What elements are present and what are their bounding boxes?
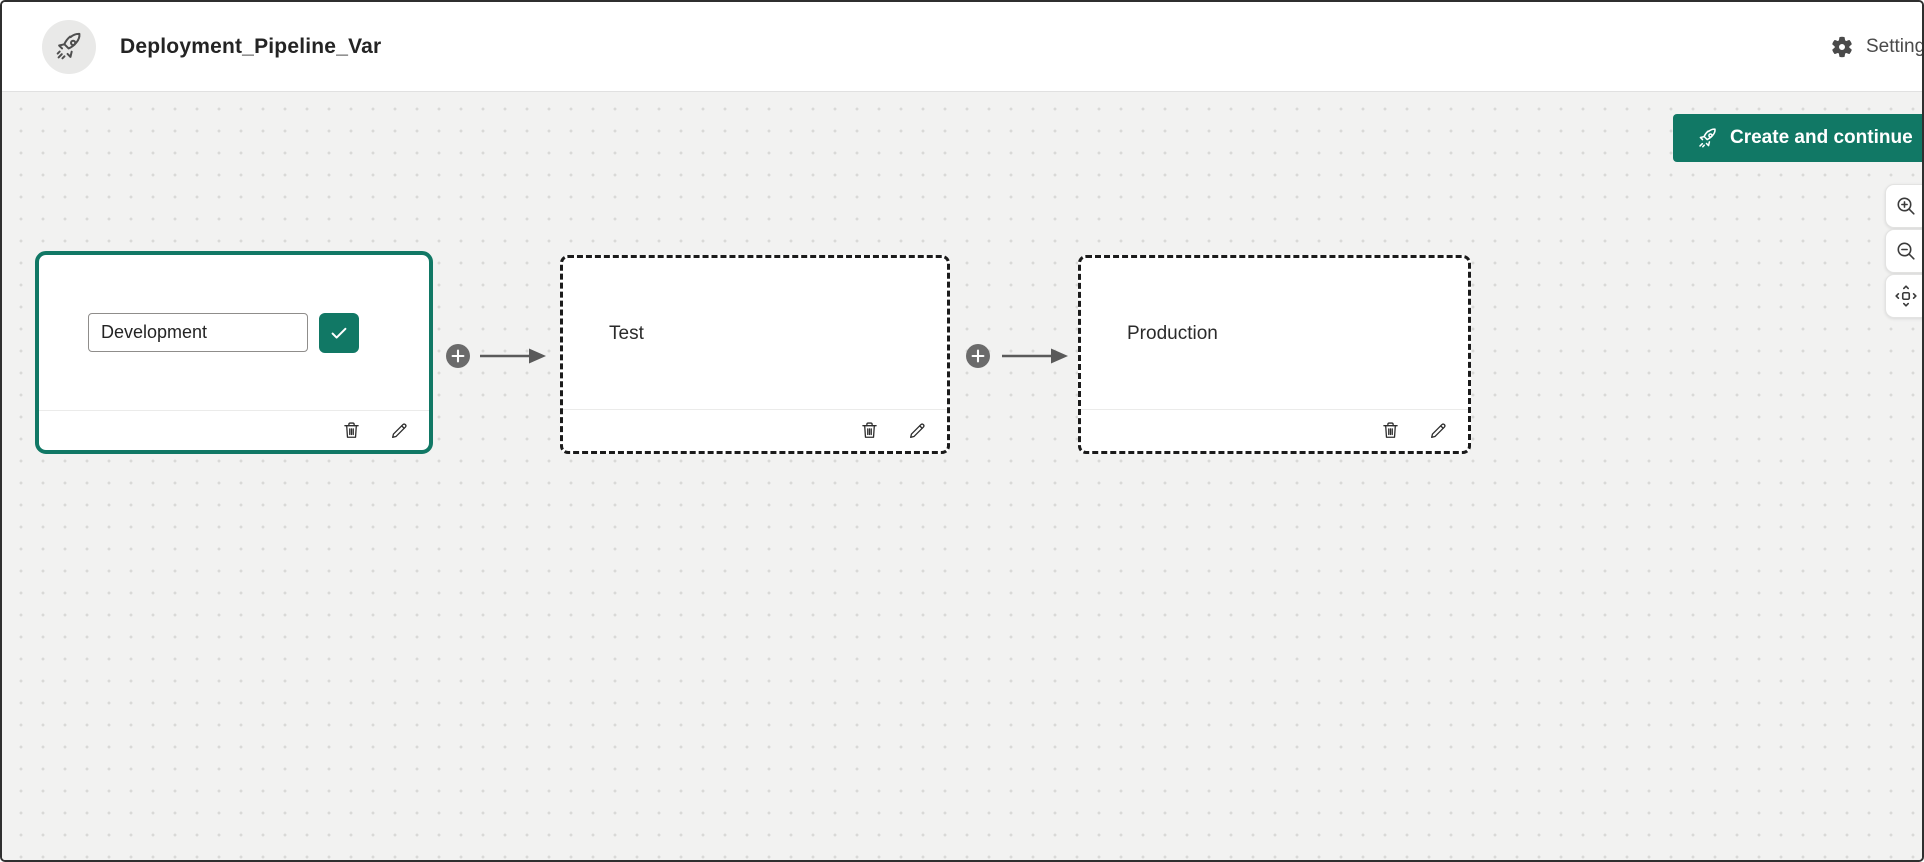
rename-stage-button[interactable]: [389, 420, 410, 441]
pipeline-avatar: [42, 19, 96, 74]
pencil-icon: [1431, 423, 1446, 438]
stage-card-footer: [1081, 409, 1468, 451]
app-header: Deployment_Pipeline_Var Settings: [2, 2, 1922, 92]
settings-button[interactable]: Settings: [1830, 2, 1922, 91]
stage-card-test: Test: [560, 255, 950, 454]
stage-label: Test: [609, 322, 644, 344]
trash-icon: [344, 422, 359, 438]
zoom-in-icon: [1897, 197, 1915, 215]
create-and-continue-button[interactable]: Create and continue: [1673, 114, 1922, 162]
pan-icon: [1895, 285, 1917, 307]
gear-icon: [1832, 36, 1852, 57]
stage-label: Production: [1127, 322, 1218, 344]
stage-name-input[interactable]: [88, 313, 308, 352]
page-title: Deployment_Pipeline_Var: [120, 34, 382, 58]
pencil-icon: [392, 423, 407, 438]
confirm-stage-name-button[interactable]: [319, 312, 359, 353]
add-stage-button[interactable]: [965, 343, 991, 369]
stage-card-footer: [563, 409, 947, 451]
settings-label: Settings: [1866, 35, 1922, 57]
connector-arrow: [480, 348, 546, 364]
rocket-icon: [1699, 127, 1716, 147]
rename-stage-button[interactable]: [907, 420, 928, 441]
stage-card-body: Production: [1081, 258, 1468, 409]
stage-card-body: Test: [563, 258, 947, 409]
delete-stage-button[interactable]: [859, 420, 880, 441]
plus-circle-icon: [446, 344, 470, 368]
pipeline-canvas: Create and continue: [2, 92, 1922, 860]
stage-card-footer: [39, 410, 429, 450]
stage-card-development: [35, 251, 433, 454]
zoom-out-button[interactable]: [1885, 229, 1922, 273]
rename-stage-button[interactable]: [1428, 420, 1449, 441]
connector-arrow: [1002, 348, 1068, 364]
rocket-icon: [56, 32, 81, 59]
plus-circle-icon: [966, 344, 990, 368]
delete-stage-button[interactable]: [1380, 420, 1401, 441]
check-icon: [331, 327, 347, 339]
trash-icon: [862, 422, 877, 438]
zoom-in-button[interactable]: [1885, 184, 1922, 228]
stage-card-body: [39, 255, 429, 410]
create-and-continue-label: Create and continue: [1730, 127, 1913, 148]
pan-fit-button[interactable]: [1885, 274, 1922, 318]
stage-card-production: Production: [1078, 255, 1471, 454]
pencil-icon: [910, 423, 925, 438]
delete-stage-button[interactable]: [341, 420, 362, 441]
add-stage-button[interactable]: [445, 343, 471, 369]
trash-icon: [1383, 422, 1398, 438]
zoom-out-icon: [1897, 242, 1915, 260]
